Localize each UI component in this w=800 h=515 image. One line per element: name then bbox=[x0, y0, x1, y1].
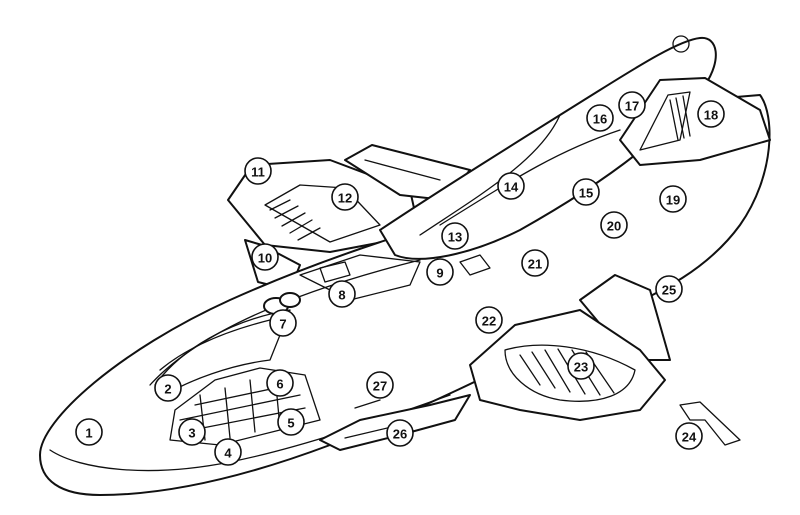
callout-19: 19 bbox=[659, 185, 687, 213]
callout-label: 3 bbox=[188, 426, 195, 441]
callout-circle bbox=[328, 280, 356, 308]
callout-circle bbox=[266, 369, 294, 397]
callout-label: 18 bbox=[704, 108, 718, 123]
callout-circle bbox=[386, 419, 414, 447]
callout-circle bbox=[475, 306, 503, 334]
callout-circle bbox=[441, 222, 469, 250]
callout-13: 13 bbox=[441, 222, 469, 250]
callout-label: 11 bbox=[251, 165, 265, 180]
callout-23: 23 bbox=[567, 352, 595, 380]
callout-label: 26 bbox=[393, 427, 407, 442]
callout-circle bbox=[600, 211, 628, 239]
callout-15: 15 bbox=[572, 178, 600, 206]
callout-20: 20 bbox=[600, 211, 628, 239]
callout-circle bbox=[521, 249, 549, 277]
callout-label: 19 bbox=[666, 193, 680, 208]
callout-25: 25 bbox=[655, 275, 683, 303]
callout-circle bbox=[659, 185, 687, 213]
callout-circle bbox=[214, 438, 242, 466]
callout-21: 21 bbox=[521, 249, 549, 277]
callout-label: 1 bbox=[85, 426, 92, 441]
cockpit-canopy bbox=[154, 309, 291, 396]
callout-circle bbox=[178, 418, 206, 446]
callout-11: 11 bbox=[244, 157, 272, 185]
callout-label: 12 bbox=[338, 191, 352, 206]
callout-label: 17 bbox=[625, 99, 639, 114]
callout-label: 6 bbox=[276, 377, 283, 392]
callout-circle bbox=[675, 422, 703, 450]
callout-label: 23 bbox=[574, 360, 588, 375]
callout-4: 4 bbox=[214, 438, 242, 466]
callout-3: 3 bbox=[178, 418, 206, 446]
callout-8: 8 bbox=[328, 280, 356, 308]
callout-circle bbox=[586, 104, 614, 132]
callout-circle bbox=[697, 100, 725, 128]
callout-14: 14 bbox=[497, 172, 525, 200]
cutaway-lower-decks bbox=[169, 367, 321, 446]
callout-circle bbox=[269, 309, 297, 337]
callout-label: 2 bbox=[164, 382, 171, 397]
callout-circle bbox=[244, 157, 272, 185]
callout-circle bbox=[277, 408, 305, 436]
callout-16: 16 bbox=[586, 104, 614, 132]
callout-circle bbox=[366, 371, 394, 399]
callout-label: 14 bbox=[504, 180, 519, 195]
callout-circle bbox=[331, 183, 359, 211]
callout-label: 27 bbox=[373, 379, 387, 394]
callout-12: 12 bbox=[331, 183, 359, 211]
callout-circle bbox=[154, 374, 182, 402]
callout-label: 5 bbox=[287, 416, 294, 431]
callout-10: 10 bbox=[251, 243, 279, 271]
callout-24: 24 bbox=[675, 422, 703, 450]
callout-circle bbox=[426, 258, 454, 286]
rear-engine-nacelle bbox=[619, 77, 771, 166]
callout-label: 7 bbox=[279, 317, 286, 332]
callout-22: 22 bbox=[475, 306, 503, 334]
callout-label: 21 bbox=[528, 257, 542, 272]
callout-label: 20 bbox=[607, 219, 621, 234]
callout-label: 16 bbox=[593, 112, 607, 127]
callout-label: 25 bbox=[662, 283, 676, 298]
callout-7: 7 bbox=[269, 309, 297, 337]
callout-circle bbox=[75, 418, 103, 446]
callout-label: 24 bbox=[682, 430, 697, 445]
callout-circle bbox=[655, 275, 683, 303]
callout-label: 8 bbox=[338, 288, 345, 303]
callout-label: 10 bbox=[258, 251, 272, 266]
callout-9: 9 bbox=[426, 258, 454, 286]
callout-1: 1 bbox=[75, 418, 103, 446]
callout-circle bbox=[251, 243, 279, 271]
callout-26: 26 bbox=[386, 419, 414, 447]
callout-label: 4 bbox=[224, 446, 232, 461]
callout-27: 27 bbox=[366, 371, 394, 399]
callout-circle bbox=[618, 91, 646, 119]
callout-circle bbox=[567, 352, 595, 380]
callout-label: 13 bbox=[448, 230, 462, 245]
callout-2: 2 bbox=[154, 374, 182, 402]
callout-5: 5 bbox=[277, 408, 305, 436]
callout-17: 17 bbox=[618, 91, 646, 119]
callout-label: 15 bbox=[579, 186, 593, 201]
callout-6: 6 bbox=[266, 369, 294, 397]
detached-antenna bbox=[679, 401, 741, 446]
callout-circle bbox=[497, 172, 525, 200]
callout-label: 22 bbox=[482, 314, 496, 329]
callout-18: 18 bbox=[697, 100, 725, 128]
callout-circle bbox=[572, 178, 600, 206]
callout-label: 9 bbox=[436, 266, 443, 281]
